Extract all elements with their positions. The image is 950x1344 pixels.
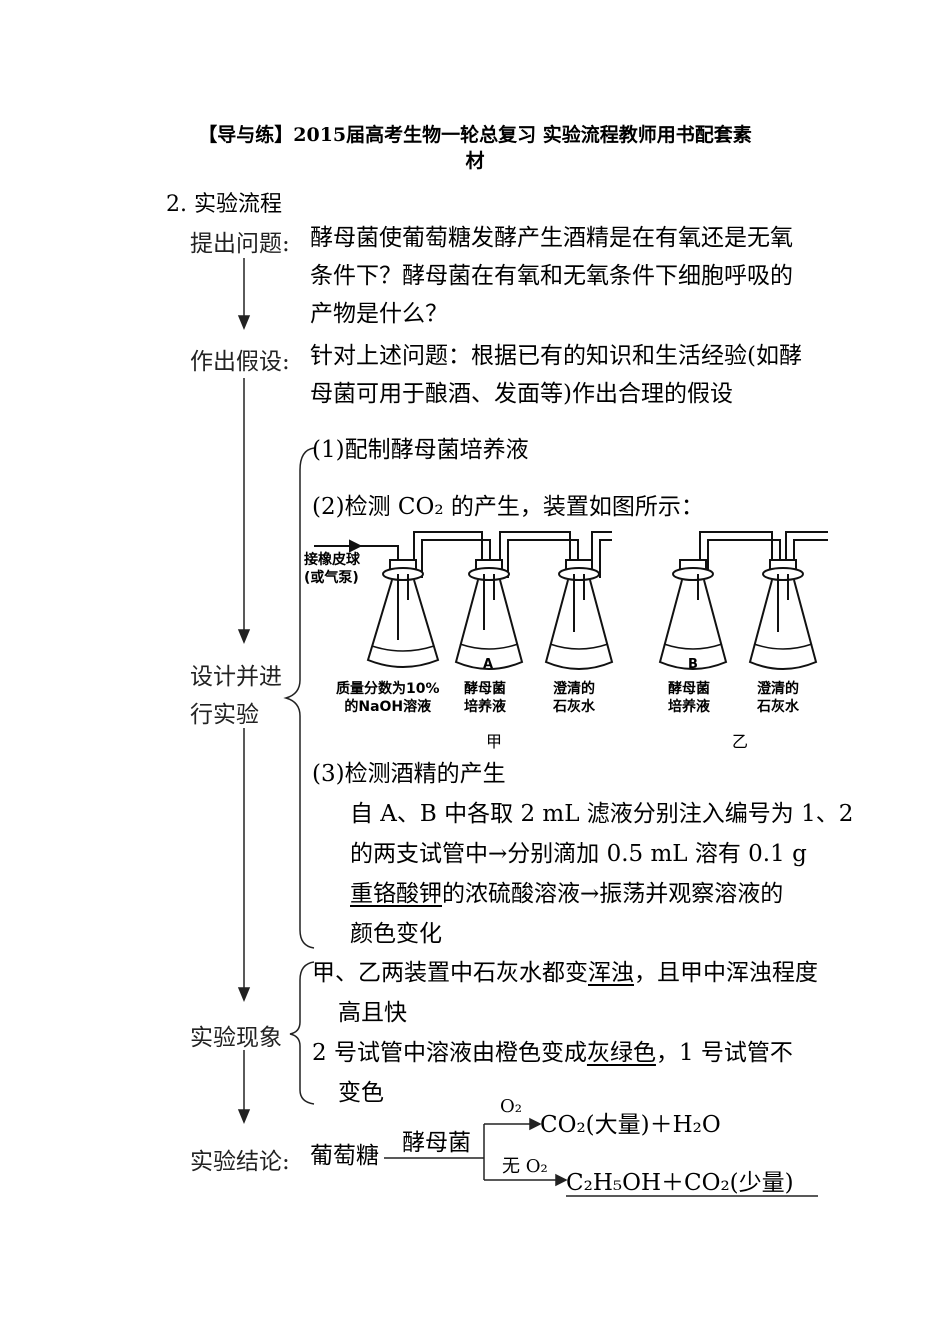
connecting-tubes [350, 531, 828, 578]
label-naoh-2: 的NaOH溶液 [344, 699, 432, 715]
hypothesis-line-2: 母菌可用于酿酒、发面等)作出合理的假设 [310, 381, 733, 407]
conclusion-enzyme: 酵母菌 [402, 1130, 471, 1156]
label-lime-1: 澄清的 石灰水 [553, 680, 595, 716]
anaerobic-products: C₂H₅OH＋CO₂(少量) [566, 1170, 794, 1196]
group-yi-label: 乙 [732, 732, 749, 751]
label-lime-2: 澄清的 石灰水 [757, 680, 799, 716]
label-conclusion: 实验结论: [190, 1149, 290, 1175]
label-yeast-a: 酵母菌 培养液 [464, 680, 506, 716]
question-text: 酵母菌使葡萄糖发酵产生酒精是在有氧还是无氧 条件下？酵母菌在有氧和无氧条件下细胞… [310, 219, 793, 333]
item3-line-1: 自 A、B 中各取 2 mL 滤液分别注入编号为 1、2 [350, 801, 854, 827]
hypothesis-line-1: 针对上述问题：根据已有的知识和生活经验(如酵 [310, 343, 802, 369]
design-item-3: (3)检测酒精的产生 [312, 761, 506, 787]
aerobic-products: CO₂(大量)＋H₂O [540, 1112, 721, 1138]
item3-line-4: 颜色变化 [350, 921, 442, 947]
label-hypothesis: 作出假设: [190, 349, 290, 375]
phenomenon-line-2: 高且快 [338, 1000, 407, 1026]
label-yeast-b: 酵母菌 培养液 [668, 680, 710, 716]
brace-design [283, 447, 315, 949]
label-yeast-b-1: 酵母菌 [668, 681, 710, 697]
ph-turbid: 浑浊 [588, 960, 634, 986]
ph-l1b: ，且甲中浑浊程度 [634, 960, 818, 986]
item3-line-3: 重铬酸钾的浓硫酸溶液→振荡并观察溶液的 [350, 874, 853, 914]
question-line-2: 条件下？酵母菌在有氧和无氧条件下细胞呼吸的 [310, 263, 793, 289]
phenomenon-line-1: 甲、乙两装置中石灰水都变浑浊，且甲中浑浊程度 [312, 953, 818, 993]
label-lime-1-2: 石灰水 [553, 699, 595, 715]
question-line-3: 产物是什么？ [310, 301, 448, 327]
flask-a-letter: A [483, 657, 494, 672]
conclusion-substrate: 葡萄糖 [310, 1143, 379, 1169]
label-yeast-a-1: 酵母菌 [464, 681, 506, 697]
label-design-line-1: 设计并进 [190, 664, 282, 690]
label-question: 提出问题: [190, 231, 290, 257]
label-lime-2-2: 石灰水 [757, 699, 799, 715]
flask-a [454, 559, 524, 670]
item3-line-3-rest: 的浓硫酸溶液→振荡并观察溶液的 [442, 881, 784, 907]
aerobic-condition: O₂ [500, 1096, 522, 1117]
title-line-2: 材 [465, 150, 485, 172]
label-naoh-1: 质量分数为10% [336, 681, 440, 697]
item3-line-2: 的两支试管中→分别滴加 0.5 mL 溶有 0.1 g [350, 841, 807, 867]
phenomenon-line-4: 变色 [338, 1080, 384, 1106]
label-phenomenon: 实验现象 [190, 1025, 282, 1051]
anaerobic-condition: 无 O₂ [502, 1156, 548, 1177]
pump-label: 接橡皮球 (或气泵) [304, 551, 360, 587]
label-yeast-b-2: 培养液 [668, 699, 710, 715]
flow-arrows [237, 258, 251, 1124]
reaction-arrows [384, 1117, 568, 1187]
label-yeast-a-2: 培养液 [464, 699, 506, 715]
flask-naoh [366, 559, 440, 668]
document-title: 【导与练】2015届高考生物一轮总复习 实验流程教师用书配套素 材 [0, 122, 950, 174]
pump-label-line-1: 接橡皮球 [304, 552, 360, 568]
flasks [366, 559, 818, 670]
section-heading: 2. 实验流程 [166, 192, 282, 217]
pump-label-line-2: (或气泵) [304, 570, 359, 586]
ph-l1a: 甲、乙两装置中石灰水都变 [312, 960, 588, 986]
design-item-2: (2)检测 CO₂ 的产生，装置如图所示： [312, 494, 704, 520]
reagent-name: 重铬酸钾 [350, 881, 442, 907]
ph-graygreen: 灰绿色 [586, 1040, 656, 1066]
label-lime-2-1: 澄清的 [757, 681, 799, 697]
phenomenon-text: 甲、乙两装置中石灰水都变浑浊，且甲中浑浊程度 高且快 2 号试管中溶液由橙色变成… [312, 953, 818, 1113]
design-item-1: (1)配制酵母菌培养液 [312, 437, 529, 463]
question-line-1: 酵母菌使葡萄糖发酵产生酒精是在有氧还是无氧 [310, 225, 793, 251]
label-design: 设计并进 行实验 [190, 658, 282, 734]
flask-b [658, 559, 728, 670]
flask-b-letter: B [688, 657, 698, 672]
design-item-3-body: 自 A、B 中各取 2 mL 滤液分别注入编号为 1、2 的两支试管中→分别滴加… [350, 794, 853, 954]
group-jia-label: 甲 [486, 732, 503, 751]
flask-lime-1 [544, 559, 614, 670]
label-naoh: 质量分数为10% 的NaOH溶液 [336, 680, 440, 716]
phenomenon-line-3: 2 号试管中溶液由橙色变成灰绿色，1 号试管不 [312, 1033, 818, 1073]
hypothesis-text: 针对上述问题：根据已有的知识和生活经验(如酵 母菌可用于酿酒、发面等)作出合理的… [310, 337, 802, 413]
ph-l3b: ，1 号试管不 [655, 1040, 793, 1066]
label-design-line-2: 行实验 [190, 702, 259, 728]
label-lime-1-1: 澄清的 [553, 681, 595, 697]
ph-l3a: 2 号试管中溶液由橙色变成 [312, 1040, 587, 1066]
title-line-1: 【导与练】2015届高考生物一轮总复习 实验流程教师用书配套素 [198, 124, 752, 146]
flask-lime-2 [748, 559, 818, 670]
brace-phenomenon [289, 961, 315, 1105]
